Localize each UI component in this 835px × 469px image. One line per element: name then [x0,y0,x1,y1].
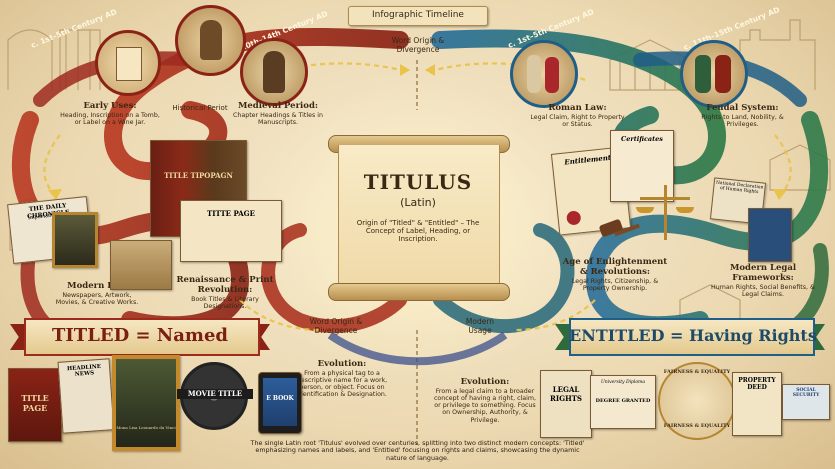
right-banner-text: ENTITLED = Having Rights [569,326,817,345]
ebook-label: E BOOK [266,395,294,402]
vassal-icon [715,55,731,93]
passport [748,208,792,262]
mona-lisa-frame: Mona Lisa Leonardo da Vinci [112,355,180,451]
diploma-label: DEGREE GRANTED [595,398,651,404]
center-scroll: TITULUS (Latin) Origin of "Titled" & "En… [328,135,510,301]
certificates-label: Certificates [621,135,663,143]
center-description: Origin of "Titled" & "Entitled" – The Co… [356,219,480,244]
fairness-label: FAIRNESS & EQUALITY [663,369,731,375]
stage-text: Human Rights, Social Benefits, & Legal C… [711,283,815,298]
header-banner: Infographic Timeline [348,6,488,26]
property-deed-label: PROPERTY DEED [738,377,776,391]
center-title: TITULUS [363,170,473,194]
left-stage-early: Early Uses: Heading, Inscription on a To… [60,101,160,126]
stage-text: Legal Claim, Right to Property or Status… [530,113,625,128]
stage-heading: Renaissance & Print Revolution: [176,275,274,295]
connector-top-label: Word Origin & Divergence [391,36,445,54]
scribe-icon [200,20,222,60]
footer-text: The single Latin root 'Titulus' evolved … [250,439,585,462]
fairness-label-bottom: FAIRNESS & EQUALITY [663,423,731,429]
lord-icon [695,55,711,93]
connector-bottom-label: Word Origin & Divergence [309,317,363,335]
left-stage-renaissance: Renaissance & Print Revolution: Book Tit… [175,275,275,310]
fairness-seal: FAIRNESS & EQUALITY FAIRNESS & EQUALITY [658,362,736,440]
stage-text: Legal Rights, Citizenship, & Property Ow… [571,277,659,292]
open-book: TITTE PAGE [180,200,282,262]
stage-heading: Historical Periot [172,104,228,112]
property-deed: PROPERTY DEED [732,372,782,436]
frame-caption: Mona Lisa Leonardo da Vinci [116,425,176,430]
left-evolution: Evolution: From a physical tag to a desc… [290,359,394,399]
mona-lisa-small [52,212,98,268]
medallion-feudal [680,40,748,108]
medallion-scribe [175,5,246,76]
stage-text: Heading, Inscription on a Tomb, or Label… [60,111,160,126]
right-stage-modern-legal: Modern Legal Frameworks: Human Rights, S… [708,263,818,298]
title-page-label: TITLE PAGE [21,393,49,413]
bottom-swirl [327,331,508,366]
right-banner: ENTITLED = Having Rights [555,318,825,356]
scroll-sheet [338,145,500,290]
stage-heading: Medieval Period: [237,101,319,111]
stage-heading: Early Uses: [83,101,137,111]
diploma-heading: University Diploma [600,380,646,385]
legal-rights-book: LEGAL RIGHTS [540,370,592,438]
legal-rights-label: LEGAL RIGHTS [550,385,582,403]
roman-figure2-icon [545,57,559,93]
stage-text: Newspapers, Artwork, Movies, & Creative … [55,291,139,306]
left-banner: TITLED = Named [10,318,270,356]
wax-seal-icon [566,210,582,226]
gavel-icon [598,218,640,248]
arrowheads [48,64,787,200]
stage-heading: Roman Law: [548,103,607,113]
scales-of-justice-icon [636,185,694,245]
stage-text: Chapter Headings & Titles in Manuscripts… [232,111,324,126]
scroll-icon [116,47,142,81]
evolution-text: From a physical tag to a descriptive nam… [296,369,388,399]
stage-heading: Age of Enlightenment & Revolutions: [562,257,668,277]
left-stage-medieval: Medieval Period: Chapter Headings & Titl… [228,101,328,126]
medallion-scroll [95,30,161,96]
open-book-title: TITTE PAGE [207,209,255,218]
evolution-text: From a legal claim to a broader concept … [433,387,537,424]
headline-paper: HEADLINE NEWS [57,358,115,434]
certificate-certificates: Certificates [610,130,674,202]
printing-scene [110,240,172,290]
left-stage-modern: Modern Era: Newspapers, Artwork, Movies,… [52,281,142,306]
connector-modern-label: Modern Usage [465,317,495,335]
evolution-heading: Evolution: [460,377,510,387]
ebook-screen: E BOOK [263,378,297,426]
headline-label: HEADLINE NEWS [66,363,102,378]
diploma: University Diploma DEGREE GRANTED [590,375,656,429]
medallion-roman [510,40,578,108]
stage-text: Book Titles & Literary Designations. [191,295,259,310]
social-security-label: SOCIAL SECURITY [792,388,820,398]
declaration-label: National Declaration of Human Rights [715,180,764,196]
social-security-card: SOCIAL SECURITY [782,384,830,420]
stage-text: Rights to Land, Nobility, & Privileges. [701,113,784,128]
ebook-tablet: E BOOK [258,372,302,434]
stage-heading: Modern Legal Frameworks: [729,263,797,283]
stage-heading: Feudal System: [706,103,779,113]
scroll-bottom-roll [328,283,510,301]
left-banner-text: TITLED = Named [51,325,228,346]
evolution-heading: Evolution: [317,359,367,369]
right-stage-feudal: Feudal System: Rights to Land, Nobility,… [695,103,790,128]
right-stage-roman: Roman Law: Legal Claim, Right to Propert… [530,103,625,128]
film-reel: MOVIE TITLE [177,362,253,430]
title-page-book: TITLE PAGE [8,368,62,442]
left-stage-historical: Historical Periot [170,104,230,112]
medallion-monk [240,38,308,106]
stage-heading: Modern Era: [67,281,127,291]
right-stage-enlightenment: Age of Enlightenment & Revolutions: Lega… [560,257,670,292]
right-evolution: Evolution: From a legal claim to a broad… [430,377,540,424]
movie-title-label: MOVIE TITLE [177,389,253,400]
center-subtitle: (Latin) [400,196,436,209]
header-title: Infographic Timeline [372,10,464,20]
monk-icon [263,51,285,93]
roman-figure-icon [527,55,541,93]
book-spine-title: TITLE TIPOPAGN [164,171,233,180]
